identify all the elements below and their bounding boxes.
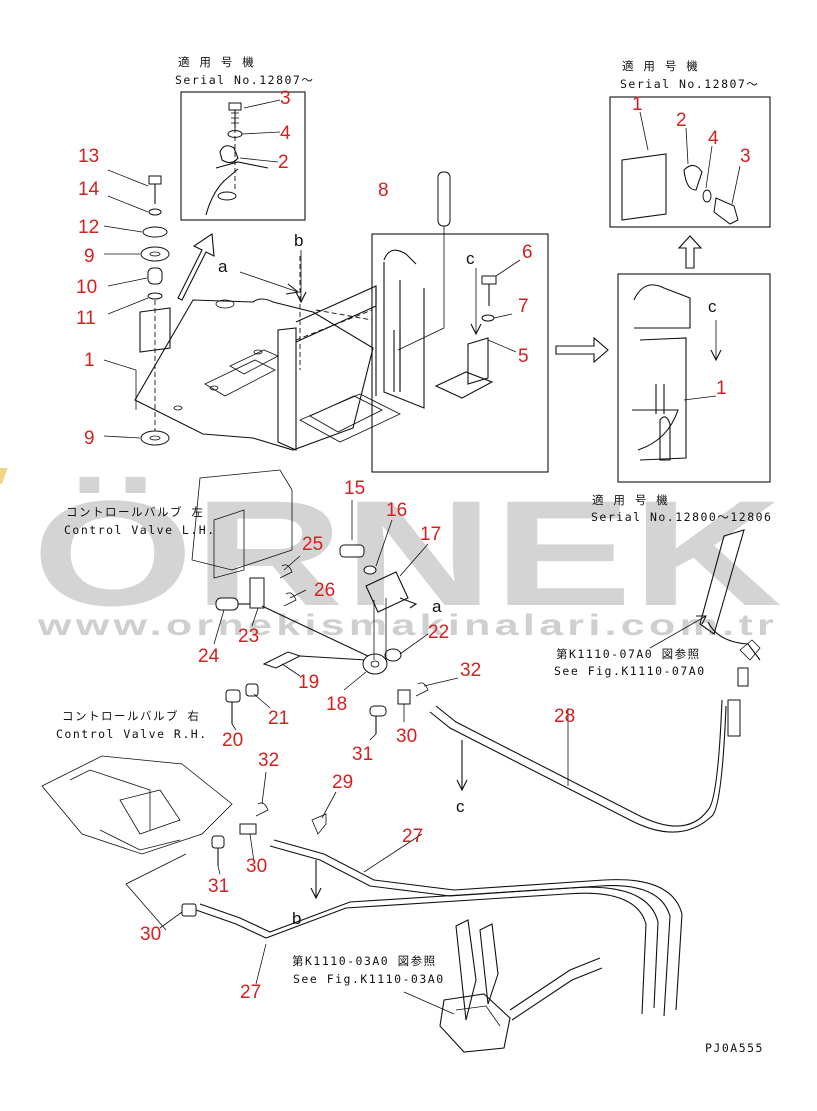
callout-3-inset-right: 3 — [740, 146, 751, 167]
callout-28: 28 — [554, 706, 575, 727]
callout-3-inset: 3 — [280, 88, 291, 109]
arrow-up-right-icon — [177, 233, 215, 301]
callout-30-mid: 30 — [246, 856, 267, 877]
callout-14: 14 — [78, 179, 100, 200]
callouts: 3 4 2 13 14 12 9 10 11 1 9 8 6 7 5 1 2 4… — [76, 88, 751, 1003]
callout-31-top: 31 — [352, 744, 373, 765]
callout-18: 18 — [326, 694, 347, 715]
inset-frame-1 — [180, 91, 306, 221]
callout-19: 19 — [298, 672, 319, 693]
ref1-en: See Fig.K1110-07A0 — [554, 664, 706, 678]
callout-29: 29 — [332, 772, 353, 793]
callout-5: 5 — [518, 346, 529, 367]
callout-4-inset-right: 4 — [708, 128, 719, 149]
serial-note-1: Serial No.12807～ — [175, 73, 314, 87]
figure-code: PJ0A555 — [705, 1041, 764, 1055]
serial-note-2: Serial No.12807～ — [620, 77, 759, 91]
callout-16: 16 — [386, 500, 407, 521]
cv-right-en: Control Valve R.H. — [56, 727, 208, 741]
cv-right-jp: コントロールバルブ 右 — [62, 709, 200, 723]
watermark-text: ÖRNEK — [32, 469, 782, 637]
inset-frame-3 — [617, 273, 771, 483]
applicable-label-3: 適 用 号 機 — [592, 493, 669, 507]
cv-left-jp: コントロールバルブ 左 — [66, 505, 204, 519]
callout-13: 13 — [78, 146, 99, 167]
callout-23: 23 — [238, 626, 259, 647]
inset-top-left: 適 用 号 機 Serial No.12807～ — [175, 55, 314, 221]
view-letter-b-top: b — [294, 231, 303, 250]
stand-assembly: a b c c — [103, 169, 717, 473]
callout-2-inset-right: 2 — [676, 110, 687, 131]
callout-26: 26 — [314, 580, 335, 601]
callout-31-bottom: 31 — [208, 876, 229, 897]
view-letter-a-mid: a — [432, 597, 442, 616]
applicable-label-1: 適 用 号 機 — [178, 55, 255, 69]
callout-30-top: 30 — [396, 726, 417, 747]
callout-1-main: 1 — [84, 350, 95, 371]
watermark: ÖRNEK www.ornekismakinalari.com.tr — [0, 468, 782, 642]
callout-22: 22 — [428, 622, 449, 643]
ref2-en: See Fig.K1110-03A0 — [293, 972, 445, 986]
watermark-url: www.ornekismakinalari.com.tr — [37, 609, 778, 642]
view-letter-a-top: a — [218, 257, 228, 276]
linkage-right: コントロールバルブ 右 Control Valve R.H. b — [41, 709, 764, 1055]
callout-32-bottom: 32 — [258, 750, 279, 771]
view-letter-c-top: c — [466, 249, 475, 268]
arrow-right-icon — [555, 336, 609, 364]
ref2-jp: 第K1110-03A0 図参照 — [292, 954, 437, 968]
inset-frame-2 — [609, 96, 771, 228]
callout-6: 6 — [522, 242, 533, 263]
linkage-left: コントロールバルブ 左 Control Valve L.H. a — [64, 469, 459, 741]
callout-11: 11 — [76, 308, 96, 329]
callout-20: 20 — [222, 730, 243, 751]
view-letter-b-bottom: b — [292, 909, 301, 928]
inset-top-right: 適 用 号 機 Serial No.12807～ 適 用 号 機 Serial … — [591, 59, 772, 524]
callout-1-inset-right: 1 — [632, 94, 643, 115]
callout-17: 17 — [420, 524, 441, 545]
serial-note-3: Serial No.12800～12806 — [591, 510, 772, 524]
callout-32-top: 32 — [460, 660, 481, 681]
view-letter-c-inset: c — [708, 297, 717, 316]
callout-27-bottom: 27 — [240, 982, 261, 1003]
cable-28: c 第K1110-07A0 図参照 See Fig.K1110-07A0 — [429, 529, 761, 833]
arrow-up-icon — [677, 235, 703, 269]
callout-12: 12 — [78, 217, 99, 238]
callout-4-inset: 4 — [280, 123, 291, 144]
callout-9-top: 9 — [84, 246, 95, 267]
callout-10: 10 — [76, 277, 97, 298]
callout-27-top: 27 — [402, 826, 423, 847]
callout-2-inset: 2 — [278, 152, 289, 173]
callout-21: 21 — [268, 708, 289, 729]
detail-frame — [371, 233, 549, 473]
callout-9-bottom: 9 — [84, 428, 95, 449]
view-letter-c-bottom: c — [456, 797, 465, 816]
cv-left-en: Control Valve L.H. — [64, 523, 216, 537]
callout-25: 25 — [302, 534, 323, 555]
callout-1-inset-lower: 1 — [716, 378, 727, 399]
callout-8: 8 — [378, 180, 389, 201]
applicable-label-2: 適 用 号 機 — [622, 59, 699, 73]
callout-30-bottom: 30 — [140, 924, 161, 945]
callout-15: 15 — [344, 478, 365, 499]
watermark-dot-right — [0, 468, 8, 484]
pin-8 — [437, 171, 451, 227]
callout-7: 7 — [518, 296, 529, 317]
ref1-jp: 第K1110-07A0 図参照 — [556, 647, 701, 661]
callout-24: 24 — [198, 646, 220, 667]
